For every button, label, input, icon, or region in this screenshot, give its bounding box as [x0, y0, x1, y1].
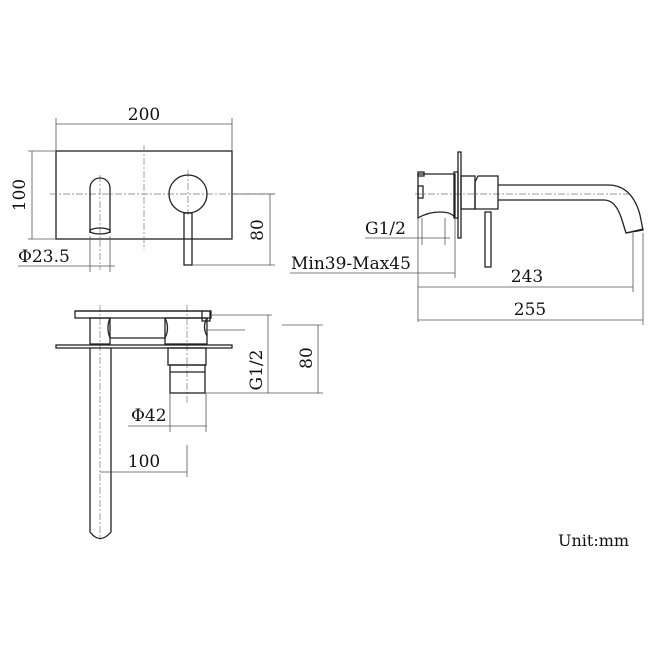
unit-label: Unit:mm — [558, 531, 629, 550]
dim-height-100: 100 — [10, 179, 30, 211]
top-thread-label: G1/2 — [247, 350, 267, 391]
side-thread-label: G1/2 — [365, 219, 406, 239]
spout-outlet — [89, 177, 111, 233]
side-handle-lever — [484, 211, 492, 268]
top-spout-pipe — [89, 348, 112, 540]
top-view: G1/2 80 Φ42 100 — [55, 305, 323, 540]
wall-depth-range: Min39-Max45 — [291, 254, 411, 274]
top-body-connector — [107, 317, 169, 339]
dim-body-diameter: Φ42 — [131, 406, 167, 426]
dim-reach-243: 243 — [511, 267, 543, 287]
dim-total-255: 255 — [514, 300, 546, 320]
dim-spout-diameter: Φ23.5 — [18, 247, 70, 267]
spout — [498, 184, 644, 234]
front-view: 200 100 Φ23.5 80 — [10, 105, 275, 272]
dim-width-200: 200 — [128, 105, 160, 125]
dim-handle-offset-80: 80 — [248, 219, 268, 241]
side-view: G1/2 Min39-Max45 243 255 — [290, 151, 644, 325]
top-plate — [55, 344, 233, 349]
top-body-flange — [74, 310, 212, 319]
dim-depth-80: 80 — [297, 347, 317, 369]
dim-center-distance-100: 100 — [128, 452, 160, 472]
valve-cartridge — [169, 364, 206, 394]
handle-lever — [183, 212, 193, 266]
handle-body — [474, 175, 499, 210]
